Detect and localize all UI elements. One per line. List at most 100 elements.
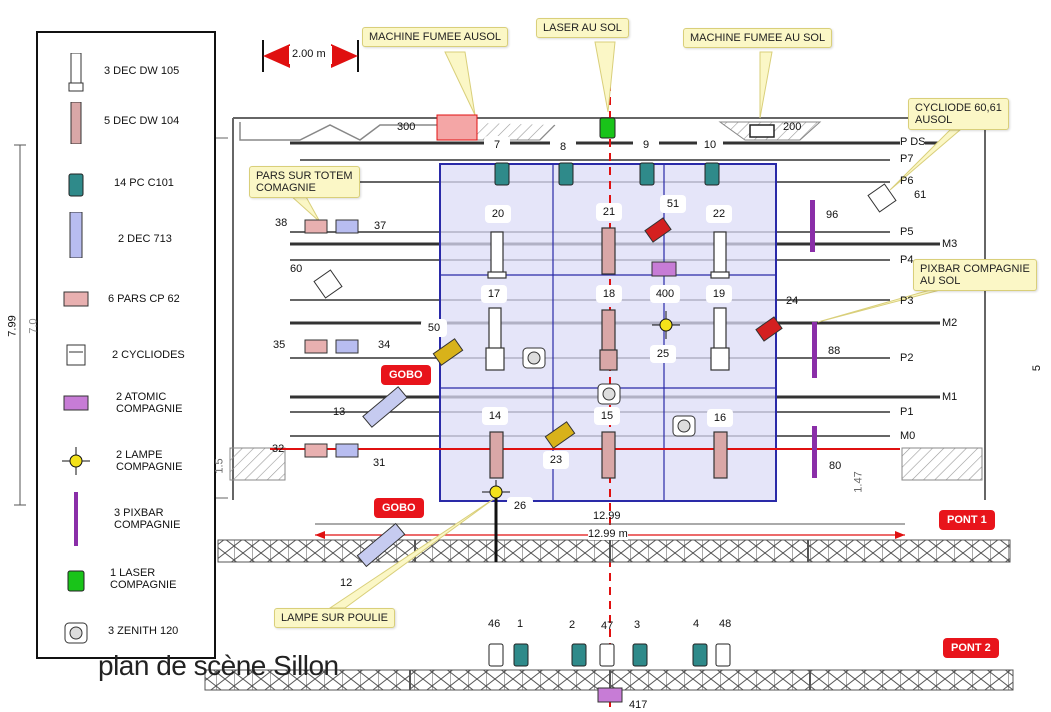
callout-lampe-poulie: LAMPE SUR POULIE (274, 608, 395, 628)
height-label: 7.99 (6, 315, 19, 337)
legend-label: 2 DEC 713 (118, 233, 172, 245)
legend-label: 6 PARS CP 62 (108, 293, 180, 305)
legend-label: 14 PC C101 (114, 177, 174, 189)
batten-label-p7: P7 (900, 153, 914, 165)
fixture-number: 300 (397, 121, 416, 133)
scale-label: 2.00 m (292, 48, 326, 60)
smoke-machines (436, 114, 775, 141)
legend-label: 2 CYCLIODES (112, 349, 185, 361)
batten-label-p2: P2 (900, 352, 914, 364)
callout-smoke-left: MACHINE FUMEE AUSOL (362, 27, 509, 47)
callout-pixbar: PIXBAR COMPAGNIE AU SOL (913, 259, 1037, 291)
fixture-number: 417 (629, 699, 648, 711)
fixture-number: 10 (697, 136, 723, 154)
fixture-number: 400 (650, 285, 680, 303)
pc-teal-fixtures (494, 162, 720, 667)
fixture-number: 46 (488, 618, 501, 630)
legend-label: 1 LASER COMPAGNIE (110, 567, 177, 591)
fixture-number: 7 (484, 136, 510, 154)
width-label-a: 12.99 (593, 510, 621, 522)
legend-item: 14 PC C101 (38, 165, 214, 205)
height-dimension (14, 144, 26, 506)
fixture-number: 50 (421, 319, 447, 337)
par-fixtures (304, 219, 359, 458)
fixture-number: 88 (828, 345, 841, 357)
batten-label-m0: M0 (900, 430, 916, 442)
batten-label-p4: P4 (900, 254, 914, 266)
legend-label: 2 ATOMIC COMPAGNIE (116, 391, 183, 415)
par-pink-icon (56, 279, 96, 319)
legend-label: 3 PIXBAR COMPAGNIE (114, 507, 181, 531)
pont-2-label: PONT 2 (943, 638, 999, 658)
fixture-number: 25 (650, 345, 676, 363)
fixture-number: 96 (826, 209, 839, 221)
batten-label-p1: P1 (900, 406, 914, 418)
legend-item: 1 LASER COMPAGNIE (38, 561, 214, 601)
fixture-number: 12 (340, 577, 353, 589)
fixture-number: 17 (481, 285, 507, 303)
batten-label-m2: M2 (942, 317, 958, 329)
fixture-number: 24 (786, 295, 799, 307)
fixture-number: 13 (333, 406, 346, 418)
legend-item: 6 PARS CP 62 (38, 279, 214, 319)
laser-icon (56, 561, 96, 601)
side-dimension-left: 1.5 (213, 458, 226, 474)
side-dimension-right: 1.47 (852, 471, 865, 493)
fixture-number: 14 (482, 407, 508, 425)
fixture-number: 47 (601, 620, 614, 632)
fixture-number: 2 (569, 619, 576, 631)
truss-pont-1 (217, 539, 1011, 563)
fixture-number: 19 (706, 285, 732, 303)
batten-label-pds: P DS (900, 136, 926, 148)
cycliode-icon (56, 335, 96, 375)
atomic-icon (56, 383, 96, 423)
fixture-number: 22 (706, 205, 732, 223)
legend-item: 5 DEC DW 104 (38, 102, 214, 144)
white-pc-fixtures (488, 643, 731, 667)
legend-label: 2 LAMPE COMPAGNIE (116, 449, 183, 473)
fixture-number: 4 (693, 618, 700, 630)
legend-label: 5 DEC DW 104 (104, 115, 180, 127)
pixbar-fixtures (810, 200, 817, 478)
pc-teal-icon (56, 165, 96, 205)
fixture-number: 37 (374, 220, 387, 232)
fixture-number: 21 (596, 203, 622, 221)
gobo-label-bottom: GOBO (374, 498, 424, 518)
fixture-number: 32 (272, 443, 285, 455)
callout-cycliode: CYCLIODE 60,61 AUSOL (908, 98, 1009, 130)
plan-title: plan de scène Sillon (98, 650, 339, 681)
legend-item: 3 DEC DW 105 (38, 53, 214, 93)
dec-blue-icon (56, 212, 96, 258)
fixture-number: 16 (707, 409, 733, 427)
legend-item: 3 PIXBAR COMPAGNIE (38, 492, 214, 546)
batten-label-p5: P5 (900, 226, 914, 238)
fixture-number: 8 (550, 138, 576, 156)
batten-label-m1: M1 (942, 391, 958, 403)
fixture-number: 18 (596, 285, 622, 303)
atomic-fixtures (597, 261, 677, 703)
fixture-number: 3 (634, 619, 641, 631)
fixture-number: 26 (507, 497, 533, 515)
pont-1-label: PONT 1 (939, 510, 995, 530)
fixture-number: 61 (914, 189, 927, 201)
gobo-label-top: GOBO (381, 365, 431, 385)
dec-white-icon (56, 53, 96, 93)
callout-smoke-right: MACHINE FUMEE AU SOL (683, 28, 833, 48)
width-label-b: 12.99 m (588, 528, 628, 540)
fixture-number: 23 (543, 451, 569, 469)
callout-laser: LASER AU SOL (536, 18, 629, 38)
legend-item: 2 LAMPE COMPAGNIE (38, 441, 214, 481)
fixture-number: 35 (273, 339, 286, 351)
fixture-number: 34 (378, 339, 391, 351)
callout-pars-totem: PARS SUR TOTEM COMAGNIE (249, 166, 360, 198)
dec-pink-fixtures (489, 227, 728, 479)
fixture-number: 80 (829, 460, 842, 472)
batten-label-p3: P3 (900, 295, 914, 307)
height-label-partial: 7.0 (27, 318, 40, 334)
zenith-fixtures (522, 347, 696, 437)
legend-panel: 3 DEC DW 105 5 DEC DW 104 14 PC C101 2 D… (36, 31, 216, 659)
fixture-number: 38 (275, 217, 288, 229)
legend-item: 2 CYCLIODES (38, 335, 214, 375)
lamp-fixtures (482, 311, 680, 562)
fixture-number: 51 (660, 195, 686, 213)
